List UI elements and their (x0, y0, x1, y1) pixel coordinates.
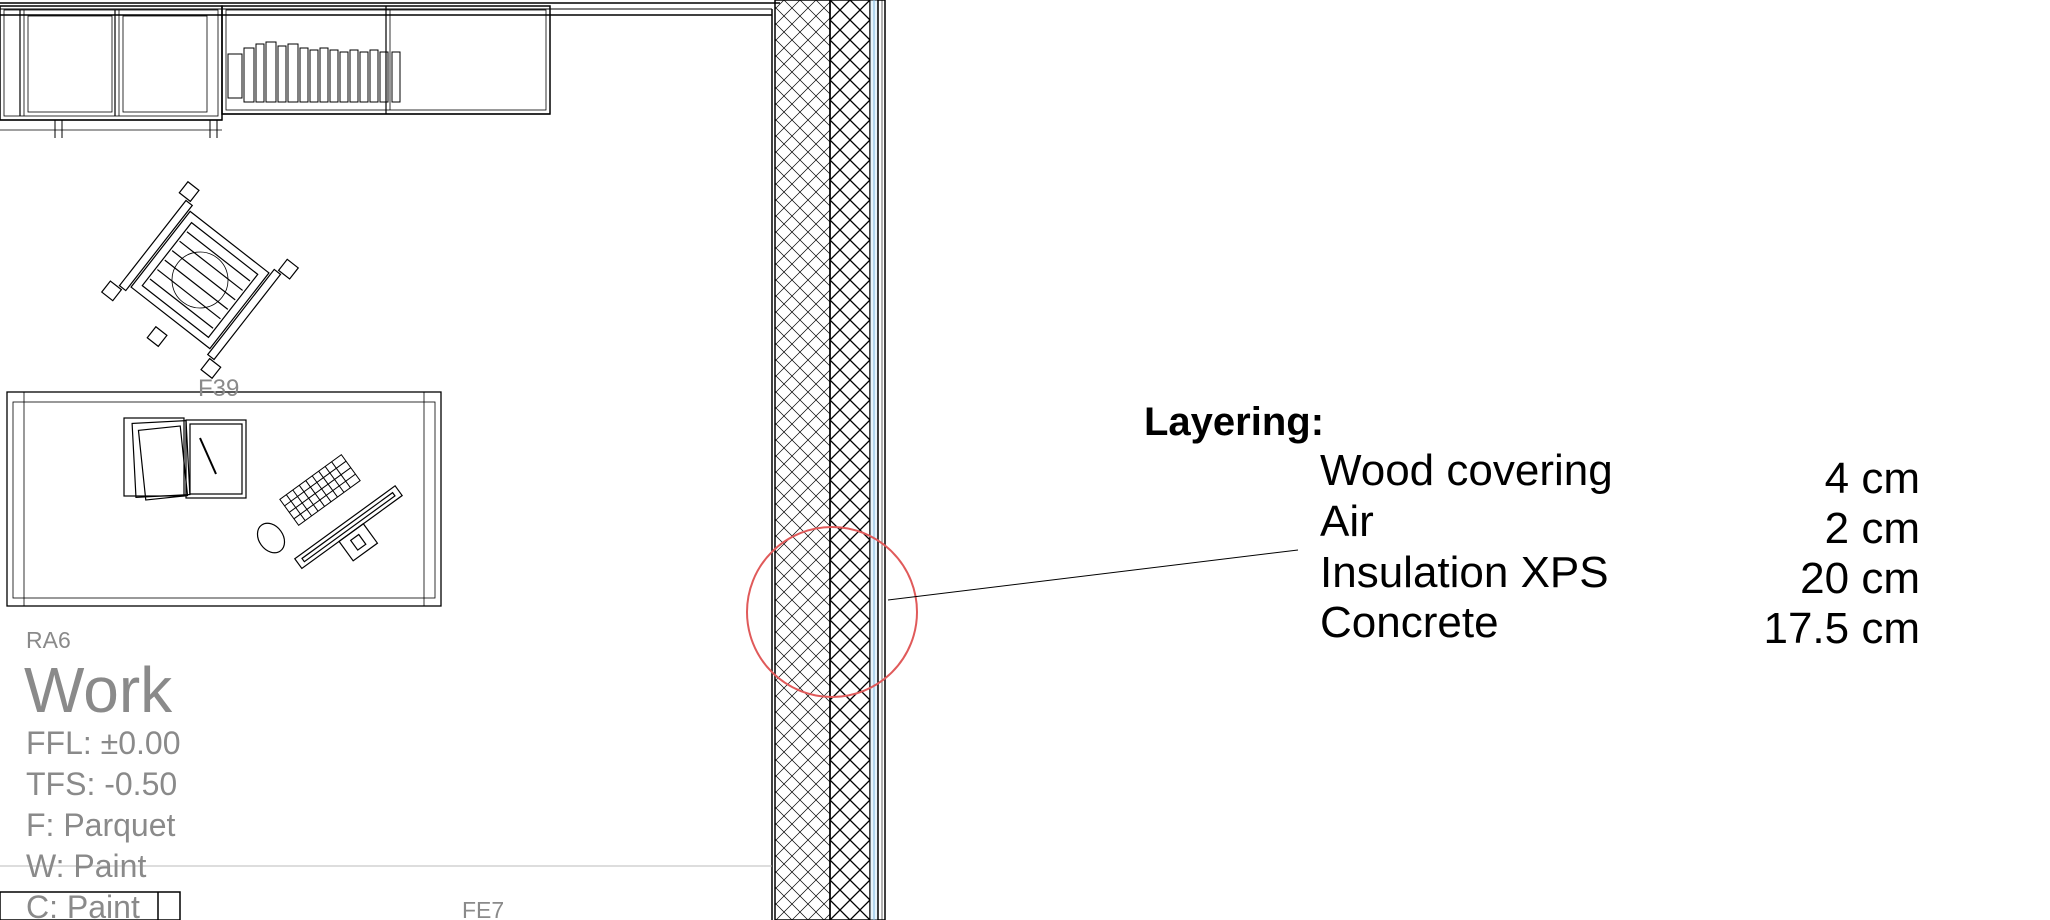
shelving-unit (0, 5, 551, 138)
detail-highlight-circle (746, 526, 918, 698)
room-ceiling-finish: C: Paint (26, 889, 140, 920)
desk (6, 391, 442, 607)
room-floor-finish: F: Parquet (26, 807, 176, 843)
wall-layer-concrete (774, 0, 831, 920)
room-wall-finish: W: Paint (26, 848, 146, 884)
keyboard (279, 454, 361, 526)
wall-layer-insulation (829, 0, 871, 920)
mouse (256, 522, 286, 554)
layer-name: Wood covering (1320, 446, 1613, 495)
office-chair (100, 180, 300, 380)
layering-title: Layering: (1144, 400, 1324, 444)
layer-thickness: 4 cm (1825, 454, 1920, 503)
layer-name: Air (1320, 497, 1374, 546)
layer-name: Insulation XPS (1320, 548, 1609, 597)
room-code: RA6 (26, 627, 71, 653)
exterior-wall-section (0, 0, 886, 920)
monitor (293, 485, 403, 570)
layer-name: Concrete (1320, 598, 1499, 647)
door-frame (0, 891, 181, 920)
room-name: Work (24, 654, 173, 726)
room-tfs: TFS: -0.50 (26, 766, 177, 802)
layering-annotation: Layering: Wood covering 4 cm Air 2 cm In… (1144, 400, 1920, 653)
layering-leader-line (887, 549, 1299, 601)
document-stack (123, 417, 247, 501)
layer-thickness: 20 cm (1800, 554, 1920, 603)
layer-thickness: 17.5 cm (1763, 604, 1920, 653)
element-tag: FE7 (462, 897, 504, 920)
furniture-tag: F39 (198, 375, 239, 402)
room-stamp: RA6 Work FFL: ±0.00 TFS: -0.50 F: Parque… (24, 627, 181, 920)
layer-thickness: 2 cm (1825, 504, 1920, 553)
room-ffl: FFL: ±0.00 (26, 725, 181, 761)
wall-layer-wood (877, 0, 886, 920)
